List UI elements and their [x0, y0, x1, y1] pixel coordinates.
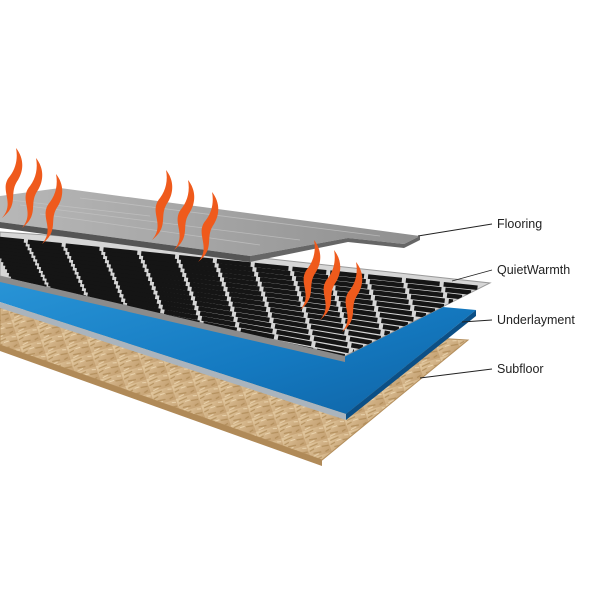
heating-strip [0, 242, 463, 300]
heating-strip [8, 271, 391, 336]
heating-strip [0, 253, 436, 314]
heater-leader-line [451, 269, 493, 282]
heat-wave-icon [174, 180, 195, 250]
underlayment-leader-line [461, 319, 493, 323]
heat-wave-icon [152, 170, 173, 240]
heating-strip [0, 235, 481, 291]
heating-strip [0, 250, 445, 309]
heat-wave-icon [42, 174, 63, 244]
heat-wave-icon [2, 148, 23, 218]
heat-wave-icon [22, 158, 43, 228]
underlayment-label: Underlayment [497, 313, 575, 327]
heating-strip [0, 239, 472, 295]
heat-wave-icon [342, 262, 363, 332]
heating-strip [10, 275, 382, 341]
flooring-label: Flooring [497, 217, 542, 231]
heating-strip [6, 268, 400, 332]
subfloor-label: Subfloor [497, 362, 544, 376]
heat-wave-icon [198, 192, 219, 262]
heating-strip [12, 279, 373, 345]
heat-wave-icon [320, 250, 341, 320]
subfloor-leader-line [419, 368, 493, 379]
heating-strip [4, 264, 409, 327]
heating-strip [0, 246, 454, 304]
heating-strip [1, 257, 427, 318]
heater-label: QuietWarmth [497, 263, 570, 277]
heat-wave-icon [300, 240, 321, 310]
flooring-leader-line [417, 223, 493, 237]
heat-waves [2, 148, 363, 332]
heater-film-layer [0, 231, 492, 362]
